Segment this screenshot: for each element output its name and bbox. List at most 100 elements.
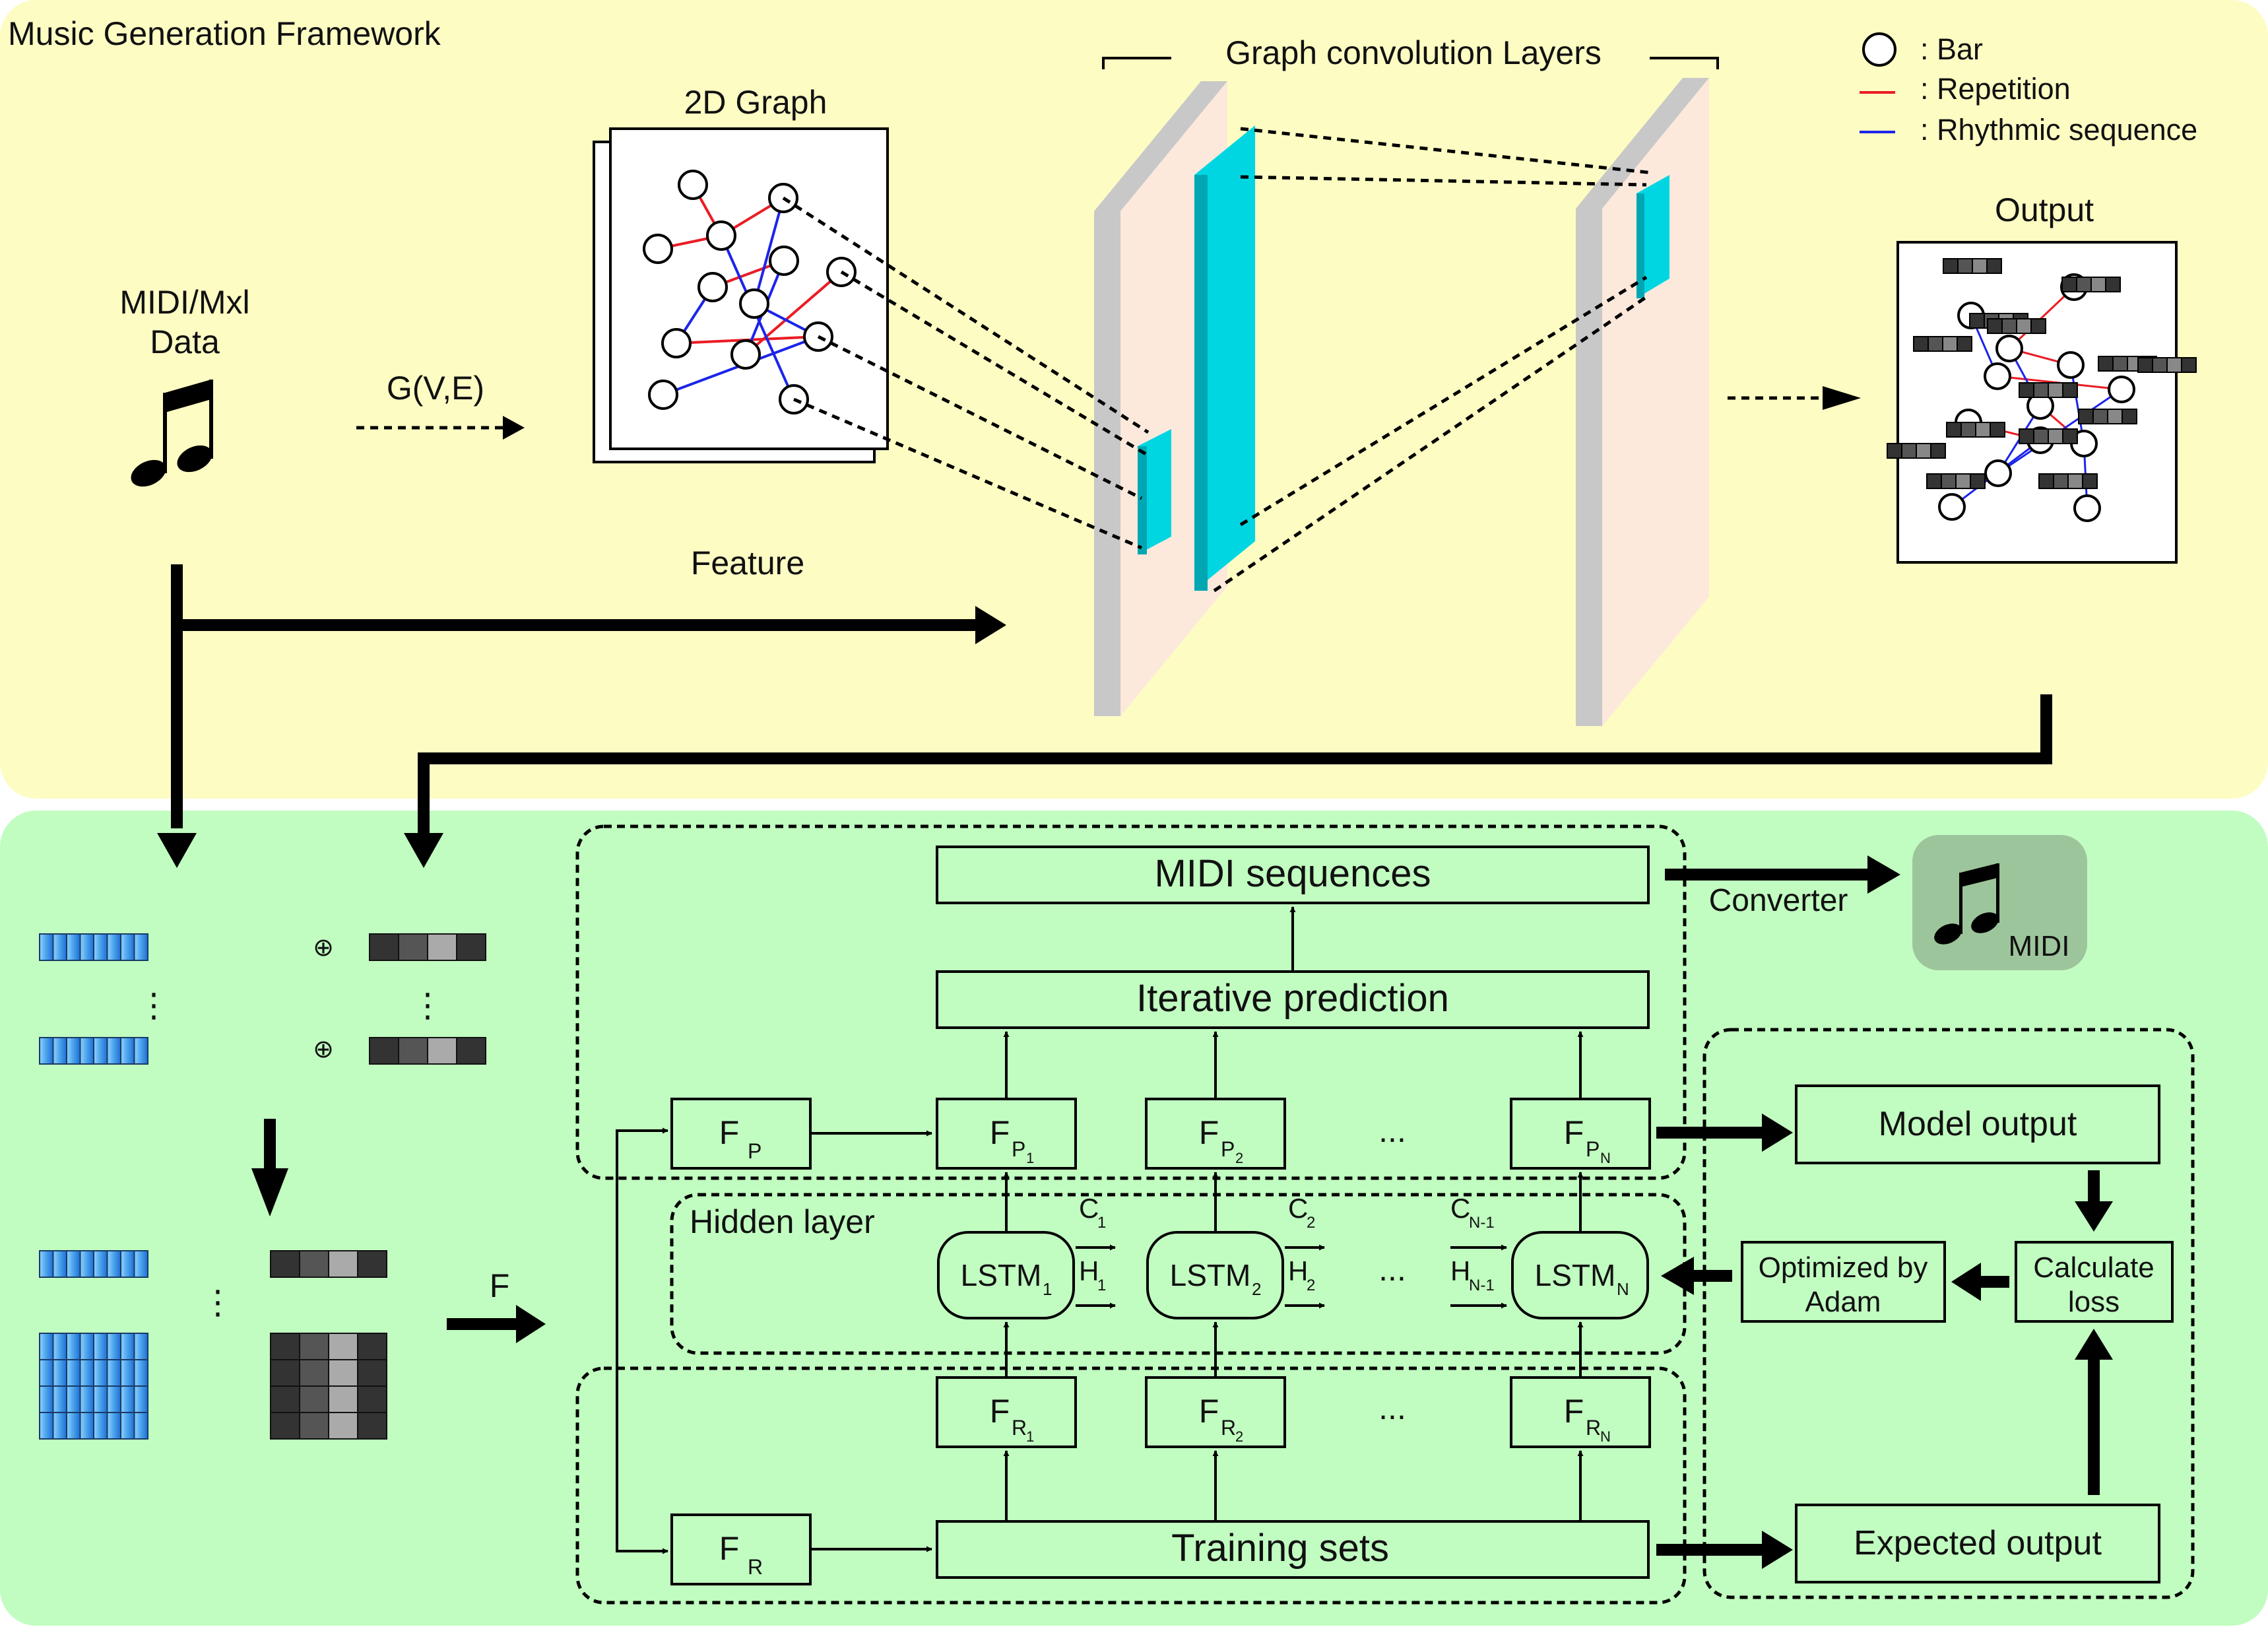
projection-lines	[782, 127, 1654, 593]
bar-cell	[1955, 473, 1971, 489]
midi-output-note-icon	[1934, 863, 1999, 945]
output-feedback-head	[404, 833, 443, 868]
feature-cell	[120, 1412, 135, 1440]
graph-cell	[328, 1359, 358, 1387]
fp-node-sub: P	[1221, 1137, 1235, 1161]
graph-feature-row	[369, 1037, 486, 1065]
legend: : Bar : Repetition : Rhythmic sequence	[1860, 32, 2197, 147]
h-state-label: H	[1450, 1255, 1470, 1286]
graph-title: 2D Graph	[684, 84, 827, 121]
bar-cell	[1942, 336, 1958, 352]
iterative-prediction-label: Iterative prediction	[1136, 977, 1449, 1020]
feature-cell	[66, 1250, 81, 1278]
ellipsis-lstm: ...	[1378, 1251, 1406, 1288]
graph-feature-row	[369, 933, 486, 961]
graph-notation: G(V,E)	[387, 370, 484, 407]
vdots-right: ⋮	[411, 987, 444, 1024]
combined-blue-row	[39, 1250, 148, 1278]
model-to-loss-head	[2075, 1201, 2113, 1232]
graph-cell	[369, 1037, 399, 1065]
bar-cell	[1957, 336, 1972, 352]
legend-bar-label: : Bar	[1920, 32, 1983, 66]
matrix-gray-row	[270, 1385, 387, 1413]
feature-cell	[133, 1412, 148, 1440]
converter-arrow-head	[1867, 855, 1900, 894]
bottom-panel	[0, 811, 2268, 1626]
graph-cell	[328, 1250, 358, 1278]
bar-cell	[2076, 277, 2092, 292]
concat-down-shaft	[264, 1119, 276, 1175]
feature-cell	[39, 1412, 54, 1440]
training-to-expected-head	[1762, 1531, 1793, 1569]
gcl-title: Graph convolution Layers	[1225, 34, 1602, 71]
feature-cell	[120, 1250, 135, 1278]
fr-main: F	[719, 1530, 740, 1567]
feature-cell	[133, 933, 148, 961]
output-bar-vector	[1946, 422, 2005, 438]
feature-cell	[39, 1250, 54, 1278]
bar-cell	[2090, 277, 2106, 292]
output-node	[2108, 376, 2135, 403]
f-label: F	[490, 1267, 510, 1304]
feature-cell	[52, 1250, 67, 1278]
bar-cell	[2053, 473, 2069, 489]
feature-arrow-head	[975, 606, 1006, 644]
lstm-sub: 2	[1252, 1279, 1261, 1299]
fr-node-box	[1145, 1376, 1286, 1448]
calculate-loss-label-2: loss	[2068, 1286, 2120, 1318]
fr-node-main: F	[1564, 1393, 1584, 1430]
matrix-blue-row	[39, 1333, 148, 1360]
vdots-left: ⋮	[137, 987, 170, 1024]
bar-cell	[2078, 409, 2094, 424]
bar-cell	[2112, 356, 2128, 372]
bar-cell	[2062, 382, 2078, 398]
midi-data-label: MIDI/Mxl	[119, 284, 249, 321]
ellipsis-fp: ...	[1378, 1112, 1406, 1149]
feature-cell	[52, 1385, 67, 1413]
feature-cell	[133, 1250, 148, 1278]
fr-node-box	[936, 1376, 1077, 1448]
output-bar-vector	[1987, 318, 2046, 334]
c-state-label: C	[1288, 1193, 1308, 1224]
output-arrow-head	[1823, 386, 1861, 410]
bar-cell	[1943, 258, 1959, 274]
graph-cell	[427, 1037, 457, 1065]
graph-cell	[398, 1037, 428, 1065]
fp-node-subsub: N	[1600, 1150, 1611, 1166]
bar-cell	[1987, 318, 2003, 334]
graph-node	[739, 288, 769, 319]
fr-node-sub: R	[1586, 1416, 1601, 1440]
feature-cell	[39, 1333, 54, 1360]
optimizer-label-2: Adam	[1805, 1286, 1881, 1318]
bar-cell	[1970, 473, 1986, 489]
feature-cell	[79, 1250, 94, 1278]
prediction-group	[575, 824, 1687, 1180]
graph-cell	[357, 1385, 387, 1413]
bar-cell	[2061, 277, 2077, 292]
feature-cell	[66, 1359, 81, 1387]
fr-box	[670, 1513, 812, 1585]
graph-edge	[753, 197, 785, 304]
c-state-label: C	[1079, 1193, 1099, 1224]
feature-map-small	[1138, 429, 1171, 554]
feature-label: Feature	[691, 545, 804, 582]
lstm-sub: N	[1617, 1279, 1629, 1299]
feature-cell	[93, 1412, 108, 1440]
note-feature-row	[39, 1037, 148, 1065]
fp-node-sub: P	[1012, 1137, 1025, 1161]
bar-cell	[2137, 357, 2153, 373]
expected-to-loss-shaft	[2088, 1353, 2100, 1495]
bar-cell	[1930, 443, 1946, 459]
matrix-gray-row	[270, 1359, 387, 1387]
feature-map-large	[1194, 125, 1255, 591]
graph-cell	[357, 1333, 387, 1360]
optimizer-box	[1741, 1241, 1946, 1323]
fp-node-main: F	[1564, 1114, 1584, 1151]
data-down-head	[157, 833, 197, 868]
data-down-shaft	[171, 564, 183, 828]
bar-cell	[2082, 473, 2098, 489]
calculate-loss-label-1: Calculate	[2033, 1251, 2154, 1284]
feature-cell	[39, 1037, 54, 1065]
feature-cell	[79, 1359, 94, 1387]
